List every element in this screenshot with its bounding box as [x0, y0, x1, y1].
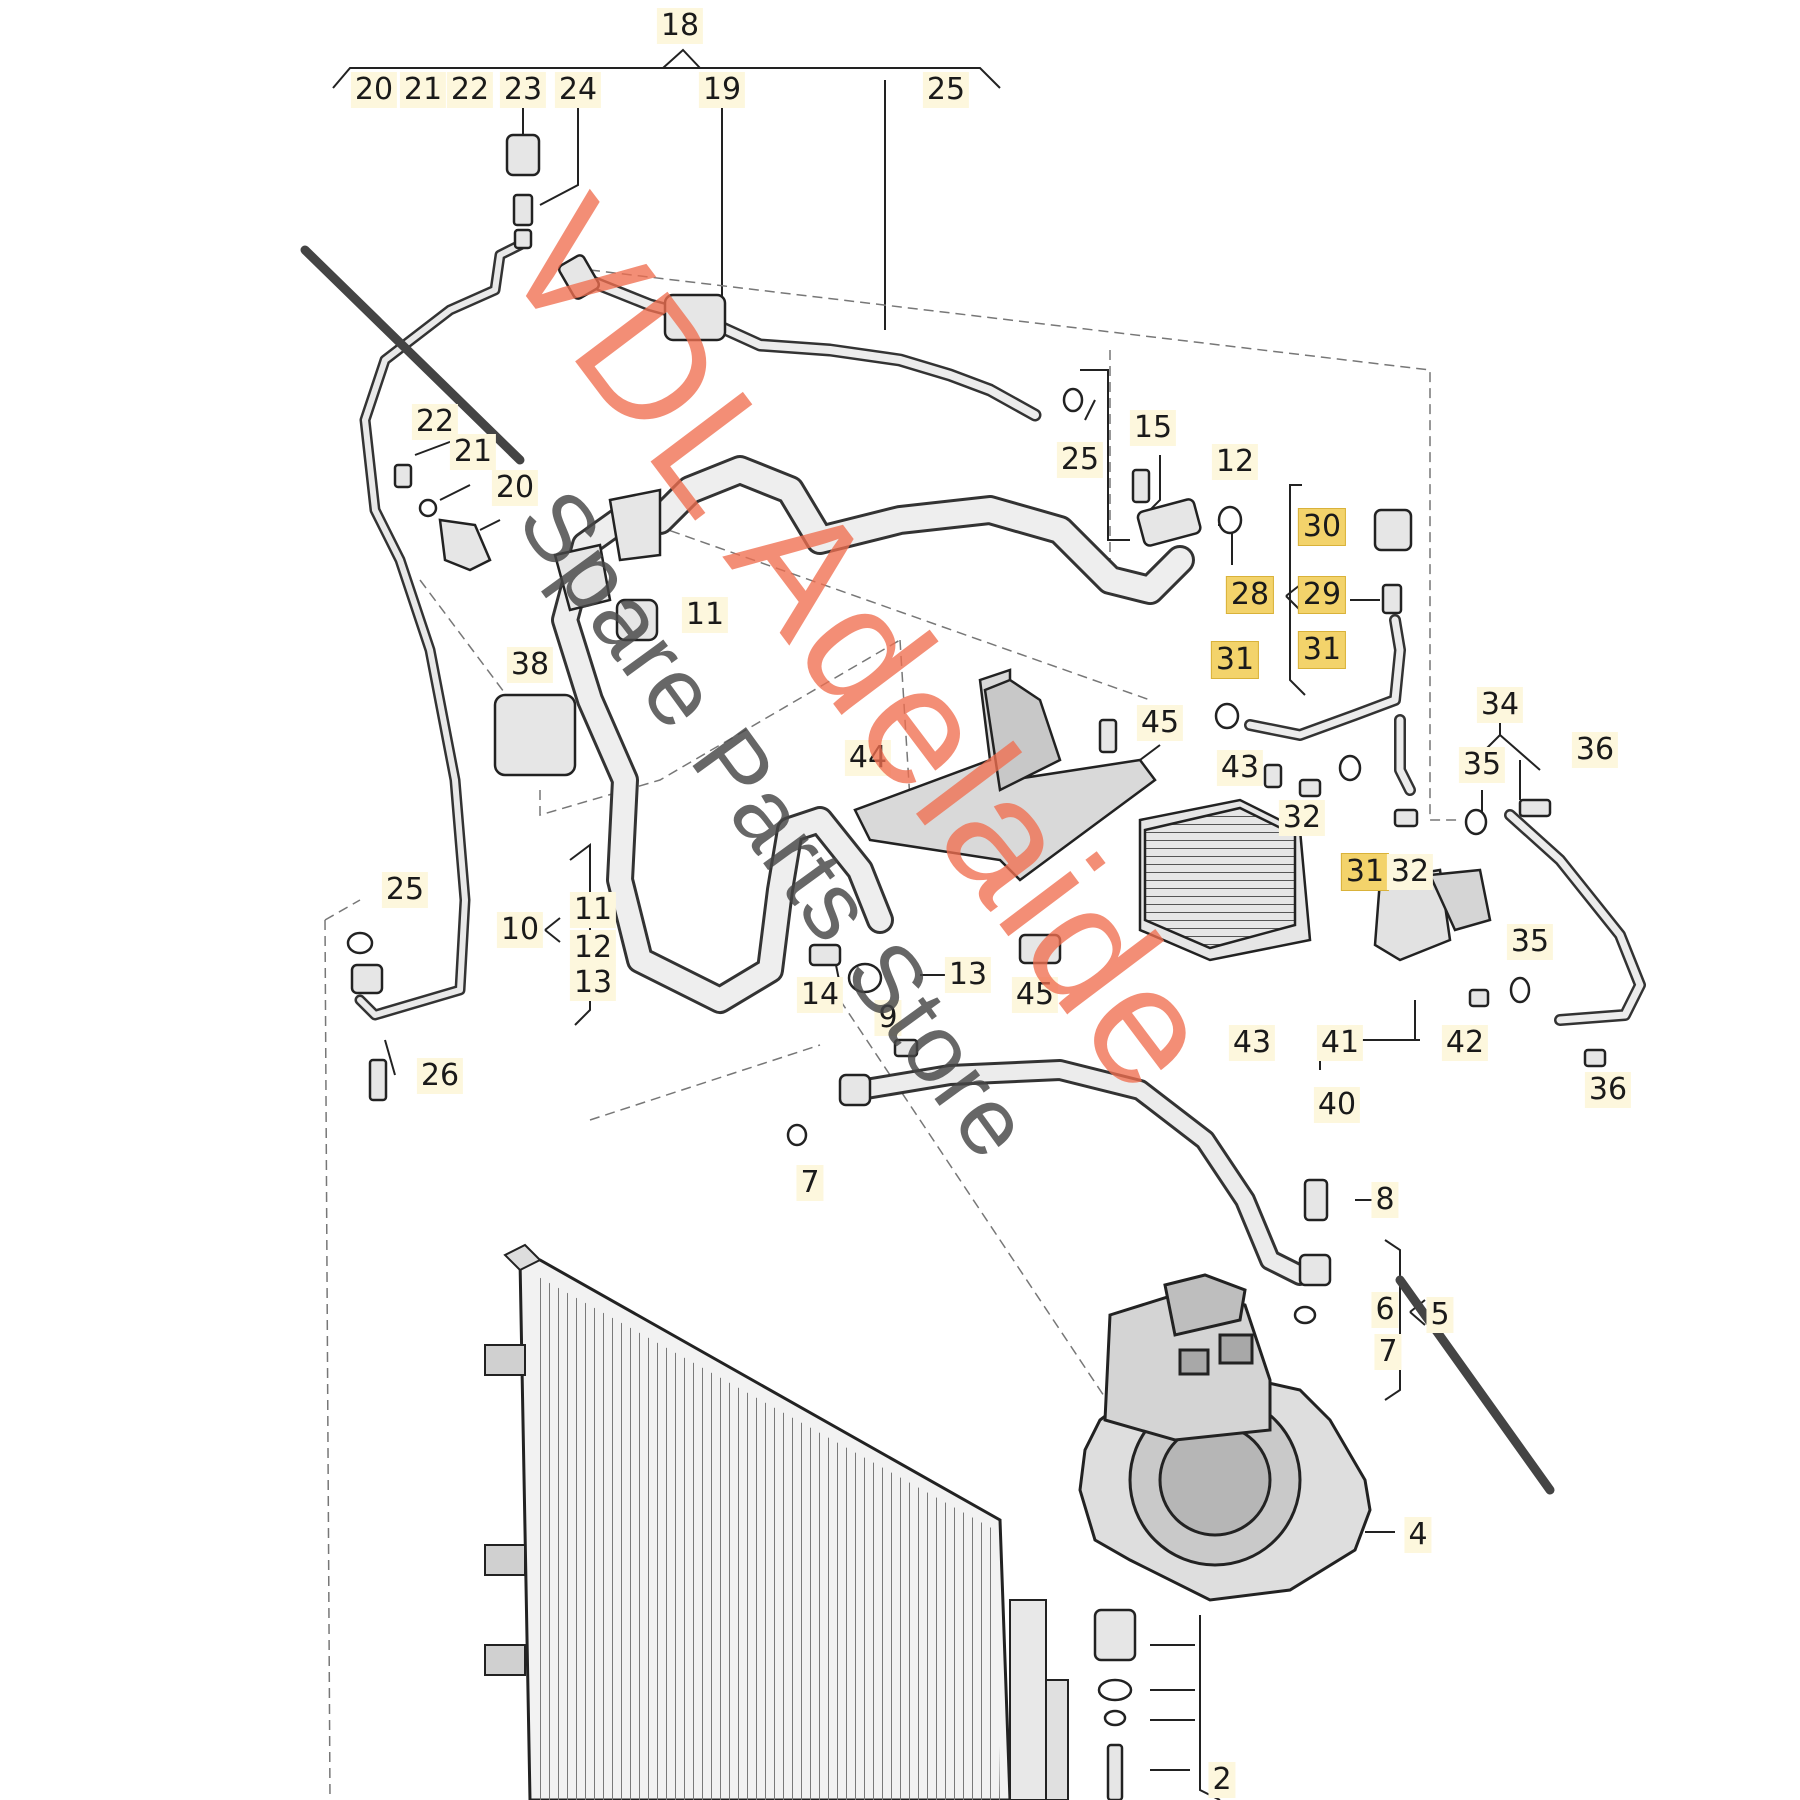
part-callout-18: 18	[656, 8, 704, 44]
part-callout-44: 44	[844, 740, 892, 776]
part-callout-11: 11	[569, 892, 617, 928]
part-callout-12: 12	[1211, 444, 1259, 480]
part-callout-32: 32	[1386, 854, 1434, 890]
part-callout-7: 7	[796, 1165, 824, 1201]
part-callout-23: 23	[499, 72, 547, 108]
part-callout-45: 45	[1136, 705, 1184, 741]
part-callout-12: 12	[569, 930, 617, 966]
part-callout-31: 31	[1297, 631, 1347, 669]
part-callout-7: 7	[1374, 1334, 1402, 1370]
refrigerant-lines	[354, 239, 1646, 1286]
part-callout-25: 25	[922, 72, 970, 108]
part-callout-9: 9	[874, 1000, 902, 1036]
part-callout-22: 22	[446, 72, 494, 108]
part-callout-13: 13	[569, 965, 617, 1001]
part-callout-22: 22	[411, 404, 459, 440]
part-callout-29: 29	[1297, 576, 1347, 614]
part-callout-6: 6	[1371, 1292, 1399, 1328]
part-callout-28: 28	[1225, 576, 1275, 614]
condenser	[484, 1243, 1069, 1800]
part-callout-8: 8	[1371, 1182, 1399, 1218]
part-callout-14: 14	[796, 977, 844, 1013]
part-callout-13: 13	[944, 957, 992, 993]
part-callout-20: 20	[350, 72, 398, 108]
part-callout-4: 4	[1404, 1517, 1432, 1553]
part-callout-21: 21	[399, 72, 447, 108]
part-callout-19: 19	[698, 72, 746, 108]
part-callout-25: 25	[381, 872, 429, 908]
part-callout-2: 2	[1208, 1762, 1236, 1798]
part-callout-41: 41	[1316, 1025, 1364, 1061]
part-callout-34: 34	[1476, 687, 1524, 723]
part-callout-43: 43	[1228, 1025, 1276, 1061]
part-callout-36: 36	[1584, 1072, 1632, 1108]
part-callout-20: 20	[491, 470, 539, 506]
part-callout-40: 40	[1313, 1087, 1361, 1123]
part-callout-42: 42	[1441, 1025, 1489, 1061]
part-callout-31: 31	[1340, 853, 1390, 891]
part-callout-24: 24	[554, 72, 602, 108]
components	[853, 668, 1492, 962]
fittings	[346, 133, 1607, 1800]
part-callout-43: 43	[1216, 750, 1264, 786]
part-callout-10: 10	[496, 912, 544, 948]
part-callout-30: 30	[1297, 508, 1347, 546]
part-callout-25: 25	[1056, 442, 1104, 478]
part-callout-5: 5	[1426, 1297, 1454, 1333]
part-callout-11: 11	[681, 597, 729, 633]
part-callout-35: 35	[1458, 747, 1506, 783]
part-callout-45: 45	[1011, 977, 1059, 1013]
watermark-strokes	[300, 245, 1555, 1495]
part-callout-21: 21	[449, 434, 497, 470]
part-callout-32: 32	[1278, 800, 1326, 836]
ac-compressor	[1078, 1273, 1372, 1602]
part-callout-15: 15	[1129, 410, 1177, 446]
part-callout-36: 36	[1571, 732, 1619, 768]
part-callout-35: 35	[1506, 924, 1554, 960]
part-callout-38: 38	[506, 647, 554, 683]
part-callout-31: 31	[1210, 641, 1260, 679]
part-callout-26: 26	[416, 1058, 464, 1094]
